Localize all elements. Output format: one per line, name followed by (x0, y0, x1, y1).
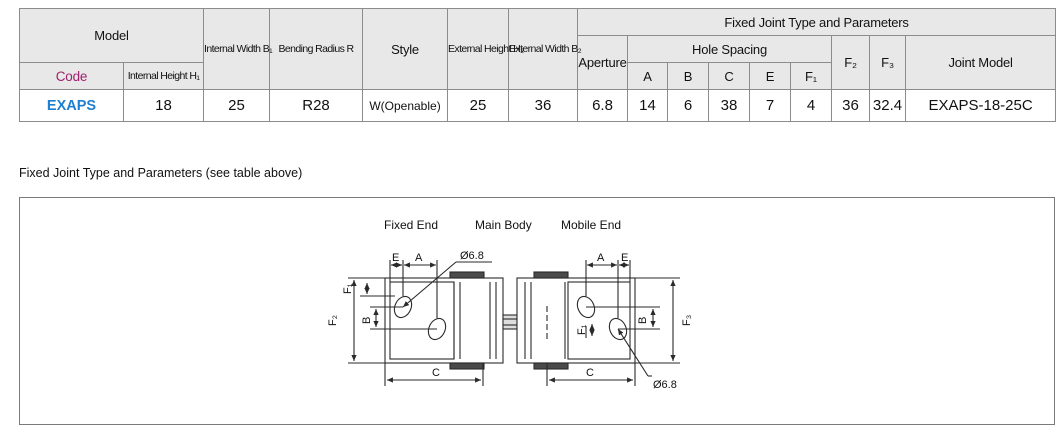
cell-bending-radius: R28 (269, 89, 364, 122)
label-fixed-end: Fixed End (384, 218, 438, 232)
header-bending-radius: Bending Radius R (269, 8, 364, 90)
header-b: B (667, 62, 710, 90)
cell-external-width: 36 (508, 89, 579, 122)
cell-external-height: 25 (447, 89, 510, 122)
dim-e-right: E (621, 252, 628, 264)
header-style: Style (362, 8, 449, 90)
header-f3: F₃ (869, 35, 907, 90)
cell-a: 14 (627, 89, 669, 122)
header-joint-model: Joint Model (905, 35, 1057, 90)
header-e: E (749, 62, 792, 90)
cell-joint-model: EXAPS-18-25C (905, 89, 1057, 122)
header-hole-spacing: Hole Spacing (627, 35, 833, 63)
spec-table: Model Internal Width B₁ Bending Radius R… (18, 8, 1057, 122)
header-a: A (627, 62, 669, 90)
header-f1: F₁ (790, 62, 833, 90)
cell-f3: 32.4 (869, 89, 907, 122)
fixed-end-bracket (384, 271, 504, 370)
header-external-height: External Height H₂ (447, 8, 524, 90)
cell-f2: 36 (831, 89, 871, 122)
header-internal-height: Internal Height H₁ (122, 62, 205, 90)
dim-a-right: A (597, 252, 605, 264)
cell-internal-height: 18 (122, 89, 205, 122)
dim-c-right: C (586, 367, 594, 379)
dim-b-left: B (361, 317, 373, 324)
dim-a-left: A (415, 252, 423, 264)
header-external-width: External Width B₂ (508, 8, 582, 90)
header-code: Code (19, 62, 124, 90)
header-c: C (708, 62, 751, 90)
section-title: Fixed Joint Type and Parameters (see tab… (19, 166, 303, 180)
label-main-body: Main Body (475, 218, 532, 232)
dim-b-right: B (637, 317, 649, 324)
cell-internal-width: 25 (203, 89, 271, 122)
joint-diagram: Fixed End Main Body Mobile End E A Ø6.8 … (19, 197, 1055, 425)
cell-f1: 4 (790, 89, 833, 122)
dim-c-left: C (432, 367, 440, 379)
dim-f2: F₂ (327, 315, 339, 326)
cell-c: 38 (708, 89, 751, 122)
dim-e-left: E (392, 252, 399, 264)
dim-hole-bottom: Ø6.8 (653, 379, 677, 391)
cell-b: 6 (667, 89, 710, 122)
header-aperture: Aperture (577, 35, 629, 90)
header-internal-width: Internal Width B₁ (203, 8, 273, 90)
cell-aperture: 6.8 (577, 89, 629, 122)
cell-e: 7 (749, 89, 792, 122)
cell-code: EXAPS (19, 89, 124, 122)
joint-diagram-svg: Fixed End Main Body Mobile End E A Ø6.8 … (327, 218, 693, 391)
header-model: Model (18, 8, 205, 63)
label-mobile-end: Mobile End (561, 218, 621, 232)
mobile-end-bracket (516, 271, 636, 370)
header-fixed-joint-group: Fixed Joint Type and Parameters (577, 8, 1057, 36)
main-body-link (502, 314, 518, 330)
header-f2: F₂ (831, 35, 871, 90)
dim-hole-top: Ø6.8 (460, 250, 484, 262)
dim-f3: F₃ (681, 315, 693, 326)
cell-style: W(Openable) (362, 89, 449, 122)
dim-f1-left: F₁ (342, 283, 354, 294)
dim-f1-right: F₁ (576, 324, 588, 335)
